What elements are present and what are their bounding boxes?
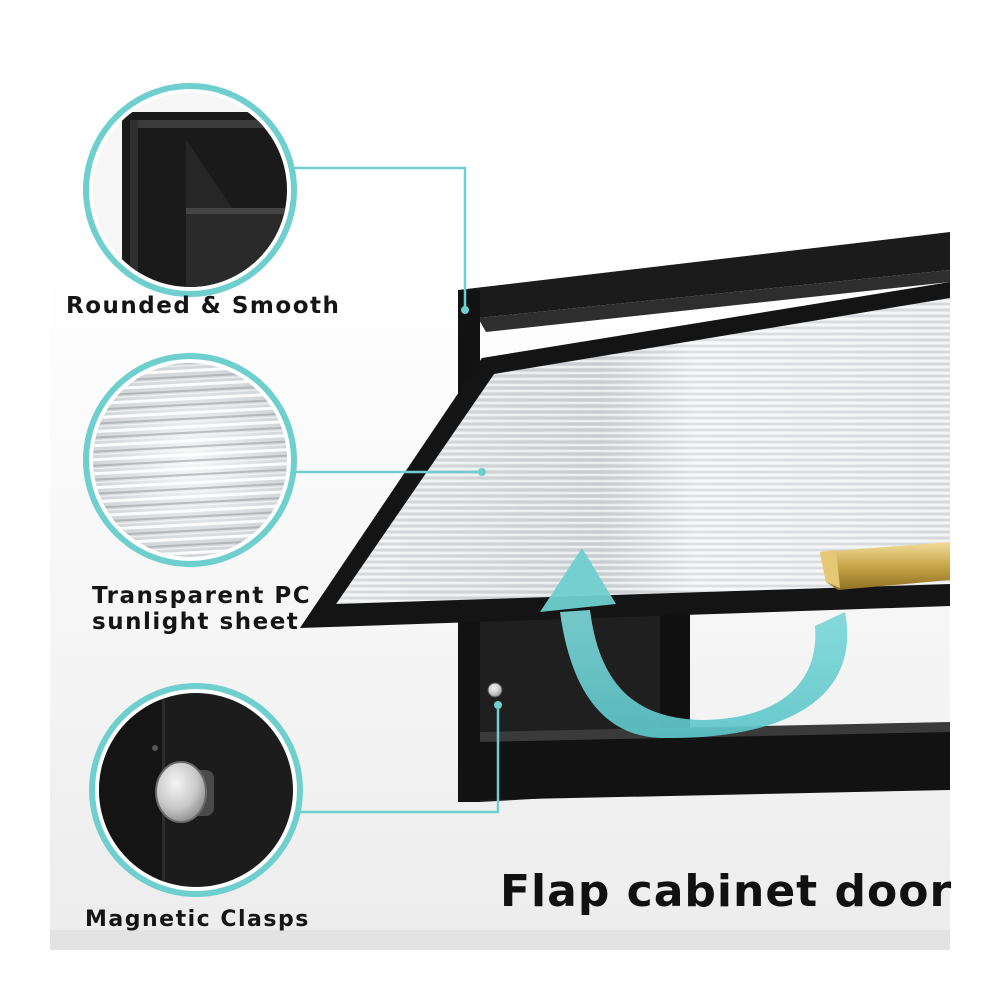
magnet-clasp (487, 682, 503, 698)
callout-label-pc-sheet-line1: Transparent PC (92, 583, 312, 609)
callout-dot-sheet (478, 468, 486, 476)
callout-label-pc-sheet-line2: sunlight sheet (92, 609, 300, 635)
gold-handle-cap (820, 550, 840, 588)
callout-lines (280, 166, 500, 814)
callout-label-magnetic-clasps: Magnetic Clasps (85, 907, 310, 932)
fluted-sheet-icon (83, 353, 297, 567)
bottom-shelf (480, 728, 950, 800)
gold-handle (820, 542, 950, 590)
pc-sheet-flutes (316, 292, 950, 614)
top-rail-edge (478, 270, 950, 332)
door-frame-left (300, 358, 494, 628)
frame-corner-icon (83, 83, 297, 297)
product-title: Flap cabinet door (500, 866, 953, 917)
open-arrow-icon (540, 548, 848, 739)
magnet-icon (89, 683, 303, 897)
callout-dot-frame (461, 306, 469, 314)
flap-door (300, 282, 950, 628)
floor-shadow (50, 930, 950, 950)
cabinet (458, 232, 950, 802)
callout-dot-magnet (494, 701, 502, 709)
top-rail (458, 232, 950, 318)
callout-label-rounded-smooth: Rounded & Smooth (66, 293, 341, 319)
